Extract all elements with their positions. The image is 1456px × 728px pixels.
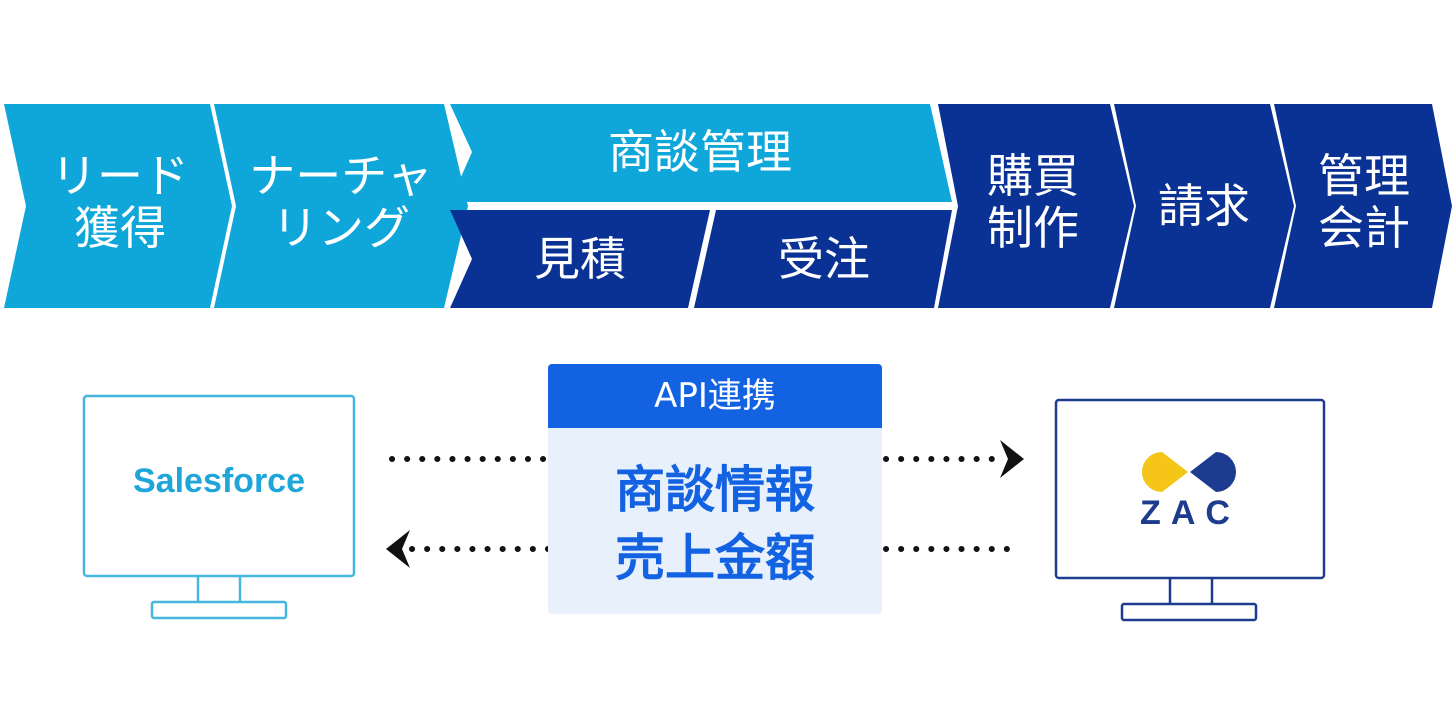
label-lead: リード 獲得 [51, 149, 189, 255]
chevron-lead [4, 104, 232, 308]
salesforce-label: Salesforce [133, 462, 305, 500]
chevron-purchase [938, 104, 1134, 308]
arrow-to-salesforce [386, 530, 1023, 568]
api-item-deal-info: 商談情報 [615, 461, 815, 519]
chevron-order [694, 210, 952, 308]
chevron-estimate [450, 210, 710, 308]
arrow-right-icon [1000, 440, 1024, 478]
chevron-nurturing [214, 104, 468, 308]
label-nurturing: ナーチャ リング [249, 149, 433, 255]
arrow-to-zac [389, 440, 1024, 478]
chevron-deal-management [450, 104, 952, 202]
arrow-left-icon [386, 530, 410, 568]
zac-logo-mark [1142, 452, 1236, 492]
api-integration-body: 商談情報 売上金額 [548, 428, 882, 614]
label-accounting: 管理 会計 [1318, 149, 1410, 255]
label-estimate: 見積 [534, 232, 626, 286]
chevron-accounting [1274, 104, 1452, 308]
label-order: 受注 [778, 232, 870, 286]
salesforce-monitor-icon [82, 394, 356, 620]
label-purchase: 購買 制作 [987, 149, 1079, 255]
api-item-sales-amount: 売上金額 [615, 529, 815, 587]
api-integration-header: API連携 [548, 364, 882, 428]
label-billing: 請求 [1158, 179, 1250, 233]
label-deal-management: 商談管理 [608, 125, 792, 179]
zac-label: ZAC [1140, 494, 1240, 532]
zac-monitor-icon [1054, 398, 1326, 622]
chevron-billing [1114, 104, 1294, 308]
